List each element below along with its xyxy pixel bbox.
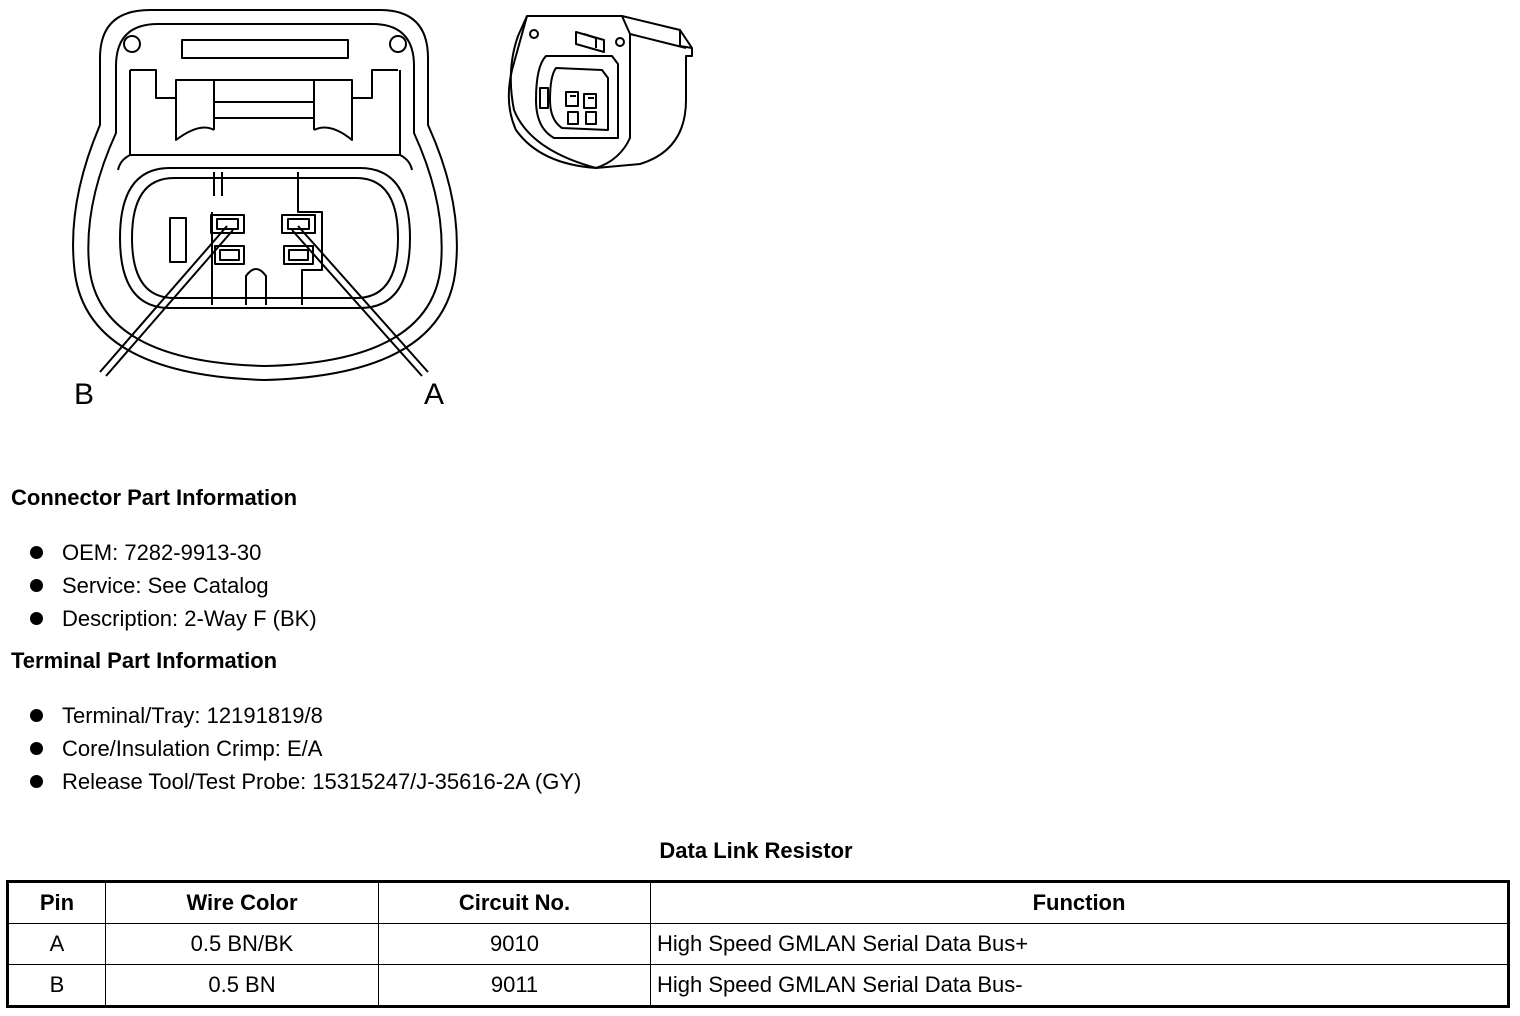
bullet-icon <box>30 612 43 625</box>
callout-b-label: B <box>74 378 94 411</box>
connector-3d-view <box>507 15 693 169</box>
function-cell: High Speed GMLAN Serial Data Bus- <box>650 964 1509 1007</box>
bullet-icon <box>30 742 43 755</box>
terminal-tray-text: Terminal/Tray: 12191819/8 <box>62 703 323 728</box>
service-part-text: Service: See Catalog <box>62 573 269 598</box>
bullet-icon <box>30 546 43 559</box>
release-tool-text: Release Tool/Test Probe: 15315247/J-3561… <box>62 769 582 794</box>
wire-color-cell: 0.5 BN/BK <box>105 923 379 965</box>
pin-cell: A <box>7 923 106 965</box>
list-item: Description: 2-Way F (BK) <box>28 602 317 635</box>
crimp-text: Core/Insulation Crimp: E/A <box>62 736 323 761</box>
list-item: Terminal/Tray: 12191819/8 <box>28 699 581 732</box>
list-item: OEM: 7282-9913-30 <box>28 536 317 569</box>
col-header-circuit-no: Circuit No. <box>378 881 651 924</box>
col-header-wire-color: Wire Color <box>105 881 379 924</box>
pinout-table: Pin Wire Color Circuit No. Function A 0.… <box>6 880 1510 1008</box>
table-header-row: Pin Wire Color Circuit No. Function <box>7 881 1509 924</box>
callout-b-leader-2 <box>105 229 234 377</box>
wire-color-cell: 0.5 BN <box>105 964 379 1007</box>
connector-housing-outline <box>72 9 458 381</box>
description-text: Description: 2-Way F (BK) <box>62 606 317 631</box>
callout-a-leader <box>297 225 429 373</box>
inner-cavity-outline <box>119 167 411 309</box>
pin-a-cavity <box>281 214 316 234</box>
terminal-part-info-list: Terminal/Tray: 12191819/8 Core/Insulatio… <box>28 699 581 798</box>
table-row: B 0.5 BN 9011 High Speed GMLAN Serial Da… <box>7 964 1509 1007</box>
callout-a-leader-2 <box>291 229 423 377</box>
circuit-no-cell: 9010 <box>378 923 651 965</box>
callout-a-label: A <box>424 378 444 411</box>
bullet-icon <box>30 775 43 788</box>
bullet-icon <box>30 579 43 592</box>
mount-hole-right-icon <box>389 35 407 53</box>
pin-b-cavity <box>210 214 245 234</box>
table-row: A 0.5 BN/BK 9010 High Speed GMLAN Serial… <box>7 923 1509 965</box>
top-latch-slot <box>181 39 349 59</box>
pin-cell: B <box>7 964 106 1007</box>
oem-part-text: OEM: 7282-9913-30 <box>62 540 262 565</box>
list-item: Service: See Catalog <box>28 569 317 602</box>
connector-part-info-list: OEM: 7282-9913-30 Service: See Catalog D… <box>28 536 317 635</box>
col-header-pin: Pin <box>7 881 106 924</box>
list-item: Core/Insulation Crimp: E/A <box>28 732 581 765</box>
callout-b-leader <box>99 225 228 373</box>
col-header-function: Function <box>650 881 1509 924</box>
bullet-icon <box>30 709 43 722</box>
connector-part-info-heading: Connector Part Information <box>11 485 298 510</box>
lower-cavity-left <box>214 245 245 265</box>
terminal-part-info-heading: Terminal Part Information <box>11 648 278 673</box>
mount-hole-left-icon <box>123 35 141 53</box>
function-cell: High Speed GMLAN Serial Data Bus+ <box>650 923 1509 965</box>
table-title: Data Link Resistor <box>659 838 853 863</box>
list-item: Release Tool/Test Probe: 15315247/J-3561… <box>28 765 581 798</box>
circuit-no-cell: 9011 <box>378 964 651 1007</box>
connector-diagram: B A <box>72 9 693 411</box>
